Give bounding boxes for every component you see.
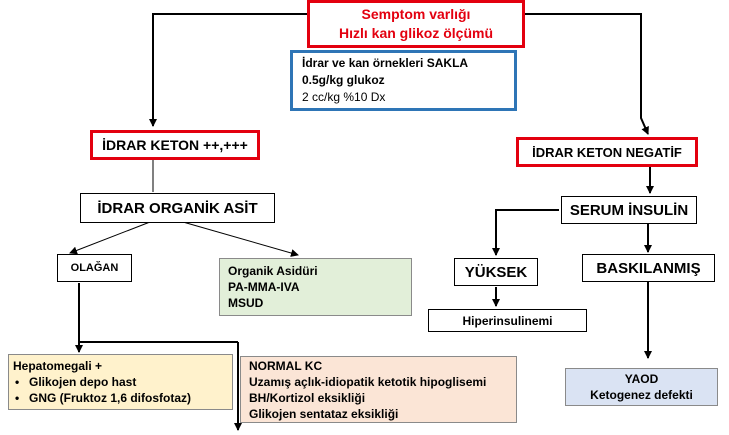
arrow-top-to-ketone-neg — [525, 13, 649, 135]
faod-line-2: Ketogenez defekti — [590, 388, 693, 402]
organic-acid-box: İDRAR ORGANİK ASİT — [80, 193, 275, 223]
sample-line-1: İdrar ve kan örnekleri SAKLA — [302, 56, 469, 70]
normal-kc-box: NORMAL KC Uzamış açlık-idiopatik ketotik… — [240, 356, 517, 423]
suppressed-box: BASKILANMIŞ — [582, 254, 715, 282]
arrow-organic-acid-to-normal — [69, 221, 151, 255]
aciduria-line-3: MSUD — [228, 296, 264, 310]
normal-kc-line-2: Uzamış açlık-idiopatik ketotik hipoglise… — [249, 374, 487, 389]
faod-line-1: YAOD — [624, 372, 659, 386]
glucose-measure-label: Hızlı kan glikoz ölçümü — [338, 25, 494, 41]
sample-line-3: 2 cc/kg %10 Dx — [302, 90, 386, 104]
hepatomegaly-item: GNG (Fruktoz 1,6 difosfotaz) — [13, 390, 232, 406]
hepatomegaly-list: Glikojen depo hast GNG (Fruktoz 1,6 difo… — [13, 374, 232, 406]
line-normal-to-hepato — [78, 283, 238, 343]
sample-box: İdrar ve kan örnekleri SAKLA 0.5g/kg glu… — [290, 50, 517, 111]
normal-kc-line-1: NORMAL KC — [249, 358, 323, 373]
normal-box: OLAĞAN — [57, 254, 132, 282]
hyperinsulinemia-box: Hiperinsulinemi — [428, 309, 587, 332]
suppressed-label: BASKILANMIŞ — [596, 259, 701, 277]
ketone-negative-label: İDRAR KETON NEGATİF — [532, 144, 682, 160]
organic-acid-label: İDRAR ORGANİK ASİT — [97, 199, 258, 217]
normal-label: OLAĞAN — [70, 262, 119, 274]
arrow-organic-acid-to-acidemia — [182, 221, 299, 257]
aciduria-line-2: PA-MMA-IVA — [228, 280, 300, 294]
hepatomegaly-box: Hepatomegali + Glikojen depo hast GNG (F… — [8, 354, 233, 410]
arrow-insulin-to-high — [492, 209, 559, 256]
serum-insulin-label: SERUM İNSULİN — [569, 201, 689, 219]
ketone-positive-box: İDRAR KETON ++,+++ — [90, 130, 260, 160]
hyperinsulinemia-label: Hiperinsulinemi — [462, 313, 553, 328]
arrow-top-to-ketone-pos — [149, 13, 307, 127]
high-label: YÜKSEK — [464, 263, 528, 281]
ketone-negative-box: İDRAR KETON NEGATİF — [516, 137, 698, 167]
faod-box: YAOD Ketogenez defekti — [565, 368, 718, 406]
ketone-positive-label: İDRAR KETON ++,+++ — [102, 137, 248, 153]
normal-kc-line-3: BH/Kortizol eksikliği — [249, 390, 366, 405]
symptom-box: Semptom varlığı Hızlı kan glikoz ölçümü — [307, 0, 525, 48]
aciduria-line-1: Organik Asidüri — [228, 264, 318, 278]
high-box: YÜKSEK — [454, 258, 538, 286]
normal-kc-line-4: Glikojen sentataz eksikliği — [249, 406, 399, 421]
symptom-label: Semptom varlığı — [361, 6, 471, 22]
sample-line-2: 0.5g/kg glukoz — [302, 73, 385, 87]
hepatomegaly-title: Hepatomegali + — [13, 359, 103, 373]
organic-aciduria-box: Organik Asidüri PA-MMA-IVA MSUD — [219, 258, 412, 316]
hepatomegaly-item: Glikojen depo hast — [13, 374, 232, 390]
serum-insulin-box: SERUM İNSULİN — [561, 196, 697, 224]
